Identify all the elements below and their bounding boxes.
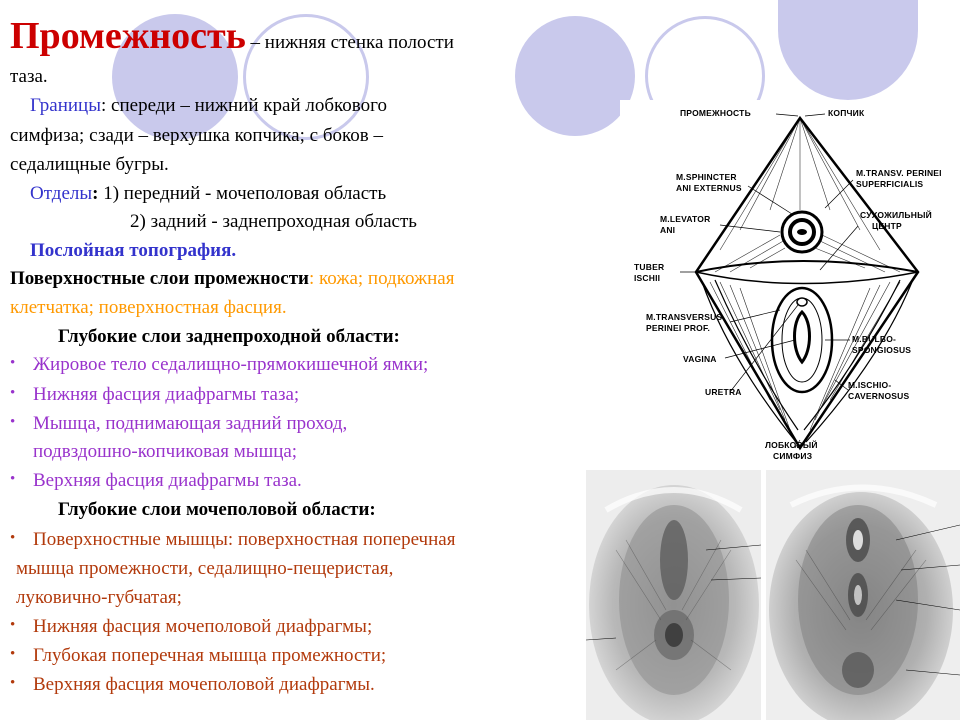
label-perineum: ПРОМЕЖНОСТЬ — [680, 108, 751, 118]
label-coccyx: КОПЧИК — [828, 108, 865, 118]
perineum-diagram — [620, 100, 960, 470]
layered-heading: Послойная топография. — [30, 240, 237, 261]
divisions-label: Отделы — [30, 183, 93, 204]
superficial-line2: клетчатка; поверхностная фасция. — [10, 297, 287, 318]
label-sphincter-2: ANI EXTERNUS — [676, 183, 742, 193]
anal-item-4: Верхняя фасция диафрагмы таза. — [33, 470, 302, 491]
divisions-text1: 1) передний - мочеполовая область — [98, 183, 387, 204]
label-ischio-1: M.ISCHIO- — [848, 380, 892, 390]
borders-label: Границы — [30, 95, 101, 116]
borders-line1: Границы: спереди – нижний край лобкового — [30, 95, 387, 117]
label-ischio-2: CAVERNOSUS — [848, 391, 910, 401]
anal-item-3b: подвздошно-копчиковая мышца; — [33, 441, 298, 462]
page-title: Промежность — [10, 15, 246, 57]
title-rest: – нижняя стенка полости — [245, 32, 454, 53]
label-tendon-center-2: ЦЕНТР — [872, 221, 902, 231]
bullet-uro-3: • — [10, 646, 16, 662]
urogenital-deep-heading: Глубокие слои мочеполовой области: — [58, 499, 376, 520]
anal-item-2: Нижняя фасция диафрагмы таза; — [33, 384, 300, 405]
decor-circle-filled-far-right — [778, 0, 918, 100]
anatomy-photo-right — [766, 470, 960, 720]
label-levator-1: M.LEVATOR — [660, 214, 711, 224]
decor-circle-filled-right — [515, 16, 635, 136]
anal-item-3: Мышца, поднимающая задний проход, — [33, 413, 348, 434]
label-uretra: URETRA — [705, 387, 742, 397]
label-bulbo-2: SPONGIOSUS — [852, 345, 912, 355]
label-tuber-2: ISCHII — [634, 273, 661, 283]
title-line: Промежность – нижняя стенка полости — [10, 16, 454, 63]
uro-item-3: Глубокая поперечная мышца промежности; — [33, 645, 387, 666]
borders-text1: : спереди – нижний край лобкового — [101, 95, 387, 116]
title-line2: таза. — [10, 66, 48, 87]
bullet-uro-4: • — [10, 675, 16, 691]
bullet-uro-1: • — [10, 530, 16, 546]
label-symphysis-1: ЛОБКОВЫЙ — [765, 440, 818, 450]
divisions-colon: : — [92, 183, 99, 204]
anal-deep-heading: Глубокие слои заднепроходной области: — [58, 326, 400, 347]
label-transv-prof-2: PERINEI PROF. — [646, 323, 711, 333]
label-transv-prof-1: M.TRANSVERSUS — [646, 312, 723, 322]
label-vagina: VAGINA — [683, 354, 717, 364]
label-tuber-1: TUBER — [634, 262, 665, 272]
label-transv-sup-2: SUPERFICIALIS — [856, 179, 924, 189]
label-tendon-center-1: СУХОЖИЛЬНЫЙ — [860, 210, 932, 220]
superficial-colon: : — [309, 268, 320, 289]
uro-item-2: Нижняя фасция мочеполовой диафрагмы; — [33, 616, 373, 637]
anatomy-photo-left — [586, 470, 761, 720]
borders-line3: седалищные бугры. — [10, 154, 169, 175]
divisions-line1: Отделы: 1) передний - мочеполовая област… — [30, 183, 386, 205]
label-transv-sup-1: M.TRANSV. PERINEI — [856, 168, 942, 178]
bullet-uro-2: • — [10, 617, 16, 633]
label-bulbo-1: M.BULBO- — [852, 334, 897, 344]
decor-circle-filled-left — [112, 14, 238, 140]
uro-item-1: Поверхностные мышцы: поверхностная попер… — [33, 529, 456, 550]
borders-line2: симфиза; сзади – верхушка копчика; с бок… — [10, 125, 383, 146]
bullet-anal-4: • — [10, 471, 16, 487]
superficial-items1: кожа; подкожная — [319, 268, 455, 289]
divisions-line2: 2) задний - заднепроходная область — [130, 211, 417, 232]
label-symphysis-2: СИМФИЗ — [773, 451, 813, 461]
anal-item-1: Жировое тело седалищно-прямокишечной ямк… — [33, 354, 429, 375]
bullet-anal-1: • — [10, 355, 16, 371]
superficial-label: Поверхностные слои промежности — [10, 268, 309, 289]
uro-item-1c: луковично-губчатая; — [16, 587, 182, 608]
superficial-line1: Поверхностные слои промежности: кожа; по… — [10, 268, 454, 290]
uro-item-4: Верхняя фасция мочеполовой диафрагмы. — [33, 674, 375, 695]
bullet-anal-2: • — [10, 385, 16, 401]
bullet-anal-3: • — [10, 414, 16, 430]
label-sphincter-1: M.SPHINCTER — [676, 172, 737, 182]
label-levator-2: ANI — [660, 225, 676, 235]
uro-item-1b: мышца промежности, седалищно-пещеристая, — [16, 558, 394, 579]
decor-circle-ring-left — [243, 14, 369, 140]
